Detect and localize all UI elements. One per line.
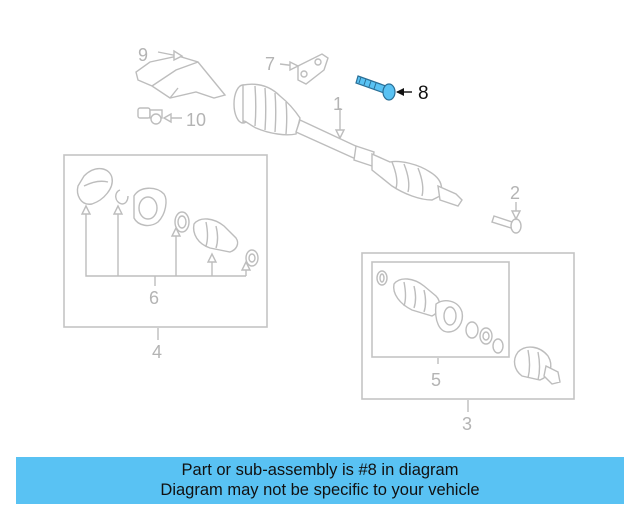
part-5-boot-kit[interactable]: [376, 270, 504, 364]
banner-line-1: Part or sub-assembly is #8 in diagram: [181, 461, 459, 479]
callout-6: 6: [149, 288, 159, 308]
banner-line-2: Diagram may not be specific to your vehi…: [160, 481, 480, 499]
callout-4: 4: [152, 342, 162, 362]
callout-8: 8: [418, 83, 429, 104]
part-8-bolt-highlighted[interactable]: [355, 75, 412, 101]
callout-2: 2: [510, 183, 520, 203]
callout-9: 9: [138, 45, 148, 65]
callout-5: 5: [431, 370, 441, 390]
part-3-outer-joint[interactable]: [513, 346, 561, 385]
callout-1: 1: [333, 94, 343, 114]
parts-diagram: 9 10 7 8 1: [63, 45, 575, 434]
callout-10: 10: [186, 110, 206, 130]
box-5-outline: [371, 261, 510, 358]
part-9-shield[interactable]: [135, 49, 227, 99]
part-7-bracket[interactable]: [279, 53, 329, 85]
callout-7: 7: [265, 54, 275, 74]
callout-3: 3: [462, 414, 472, 434]
info-banner: Part or sub-assembly is #8 in diagram Di…: [16, 457, 624, 504]
part-10-bolt[interactable]: [137, 107, 182, 125]
part-6-boot-kit[interactable]: [76, 168, 259, 286]
part-2-bolt[interactable]: [491, 202, 522, 234]
box-3-outline: [361, 252, 575, 400]
part-1-axle-shaft[interactable]: [233, 83, 463, 207]
box-4-outline: [63, 154, 268, 328]
